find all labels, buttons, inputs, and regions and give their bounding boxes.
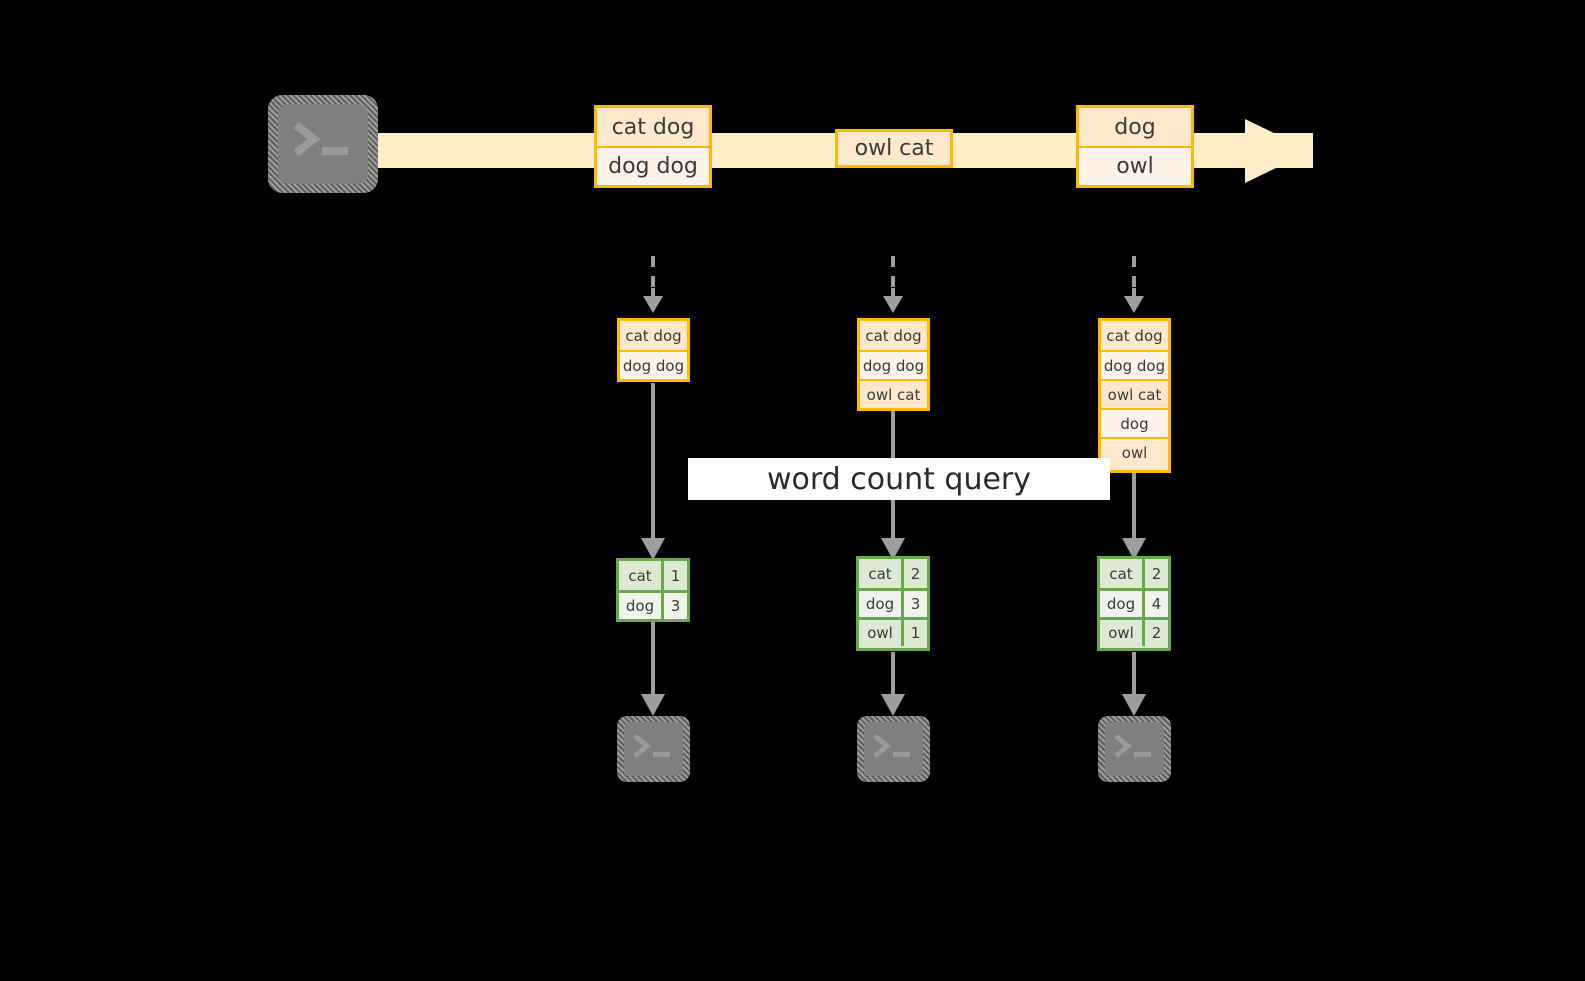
sink-terminal-icon-1 (617, 716, 690, 782)
stream-arrowhead (1245, 119, 1311, 183)
terminal-body (624, 722, 683, 776)
result-word: cat (628, 566, 652, 585)
terminal-prompt-glyph (293, 121, 348, 157)
terminal-body (1105, 722, 1164, 776)
stream-event-line: owl cat (854, 136, 934, 161)
stream-event-line: dog dog (597, 146, 709, 185)
result-word: dog (619, 593, 661, 619)
snapshot-line: dog dog (620, 350, 687, 379)
snapshot-box-1: cat dog dog dog (617, 318, 690, 382)
result-word: cat (1109, 564, 1133, 583)
stream-event-group-3: dog owl (1076, 105, 1194, 188)
snapshot-line: cat dog (625, 326, 682, 345)
result-count: 3 (661, 593, 687, 619)
sink-terminal-icon-3 (1098, 716, 1171, 782)
terminal-body (864, 722, 923, 776)
result-count: 4 (1142, 591, 1168, 617)
terminal-prompt-glyph (873, 734, 910, 758)
arrow-snapshot-to-result-3 (1122, 473, 1146, 560)
stream-event-line: cat dog (611, 114, 695, 140)
table-row: cat 2 (859, 559, 927, 588)
result-table-1: cat 1 dog 3 (616, 558, 690, 622)
query-label: word count query (688, 458, 1110, 500)
result-word: owl (867, 624, 893, 642)
snapshot-box-2: cat dog dog dog owl cat (857, 318, 930, 411)
snapshot-line: dog dog (1101, 350, 1168, 379)
table-row: cat 2 (1100, 559, 1168, 588)
terminal-prompt-glyph (633, 734, 670, 758)
snapshot-line: cat dog (865, 326, 922, 345)
result-table-3: cat 2 dog 4 owl 2 (1097, 556, 1171, 651)
result-count: 3 (901, 591, 927, 617)
arrow-result-to-sink-1 (641, 622, 665, 716)
arrow-result-to-sink-2 (881, 652, 905, 716)
stream-event-group-1: cat dog dog dog (594, 105, 712, 188)
snapshot-line: owl (1101, 437, 1168, 466)
stream-event-line: owl (1079, 146, 1191, 185)
snapshot-line: dog dog (860, 350, 927, 379)
table-row: dog 3 (619, 590, 687, 619)
sink-terminal-icon-2 (857, 716, 930, 782)
result-count: 2 (1142, 620, 1168, 646)
result-word: cat (868, 564, 892, 583)
arrow-stream-to-snapshot-1 (643, 256, 663, 313)
result-count: 1 (901, 620, 927, 646)
snapshot-line: owl cat (1101, 379, 1168, 408)
result-count: 1 (661, 561, 687, 590)
table-row: dog 3 (859, 588, 927, 617)
stream-event-line: dog (1114, 114, 1156, 140)
snapshot-line: owl cat (860, 379, 927, 408)
table-row: cat 1 (619, 561, 687, 590)
arrow-stream-to-snapshot-3 (1124, 256, 1144, 313)
arrow-snapshot-to-result-1 (641, 383, 665, 560)
result-table-2: cat 2 dog 3 owl 1 (856, 556, 930, 651)
snapshot-line: dog (1101, 408, 1168, 437)
arrow-stream-to-snapshot-2 (883, 256, 903, 313)
snapshot-line: cat dog (1106, 326, 1163, 345)
arrow-result-to-sink-3 (1122, 652, 1146, 716)
table-row: dog 4 (1100, 588, 1168, 617)
terminal-prompt-glyph (1114, 734, 1151, 758)
result-count: 2 (901, 559, 927, 588)
terminal-body (278, 104, 368, 184)
stream-event-group-2: owl cat (835, 129, 953, 168)
table-row: owl 1 (859, 617, 927, 646)
result-word: owl (1108, 624, 1134, 642)
result-word: dog (1100, 591, 1142, 617)
result-count: 2 (1142, 559, 1168, 588)
table-row: owl 2 (1100, 617, 1168, 646)
result-word: dog (859, 591, 901, 617)
source-terminal-icon (268, 95, 378, 193)
snapshot-box-3: cat dog dog dog owl cat dog owl (1098, 318, 1171, 473)
